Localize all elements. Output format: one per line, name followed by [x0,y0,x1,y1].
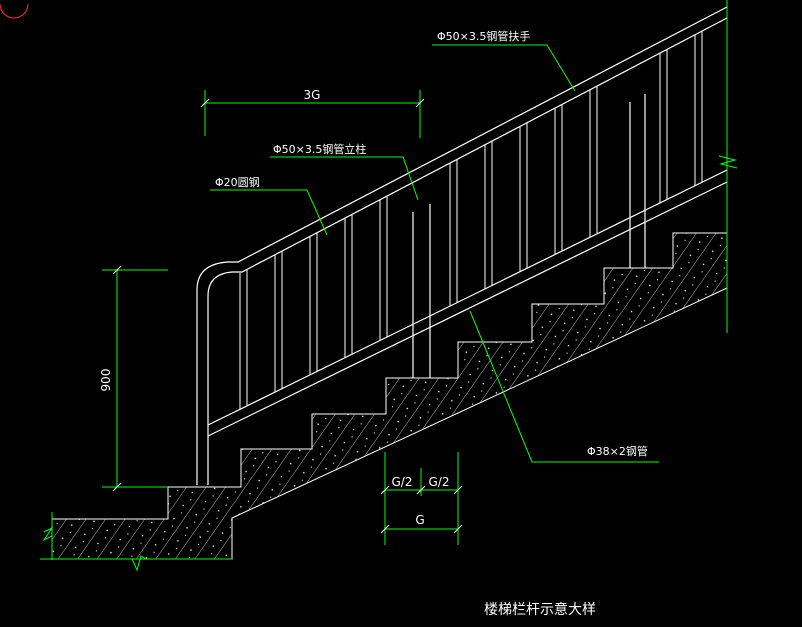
posts [412,94,646,378]
label-post: Φ50×3.5钢管立柱 [273,142,366,156]
dim-tread [380,452,463,545]
break-mark-left [42,526,54,542]
break-mark-bottom [131,555,147,572]
drawing-title: 楼梯栏杆示意大样 [484,601,596,618]
break-mark-right [718,155,738,169]
dim-3g-label: 3G [304,88,321,102]
leaders [210,44,659,463]
label-bottom-rail: Φ38×2钢管 [587,444,648,458]
dim-3g [200,90,425,138]
handrail [196,6,728,485]
corner-mark [0,3,29,19]
dim-900-label: 900 [99,369,113,392]
bottom-rail [207,169,728,426]
balusters [239,31,703,410]
dim-tread-label: G [415,513,424,527]
dim-half-left-label: G/2 [392,475,413,489]
dim-half-right-label: G/2 [429,475,450,489]
dim-height [102,265,168,492]
label-baluster: Φ20圆钢 [215,176,260,189]
label-handrail: Φ50×3.5钢管扶手 [437,29,530,43]
stair-concrete [51,232,728,560]
